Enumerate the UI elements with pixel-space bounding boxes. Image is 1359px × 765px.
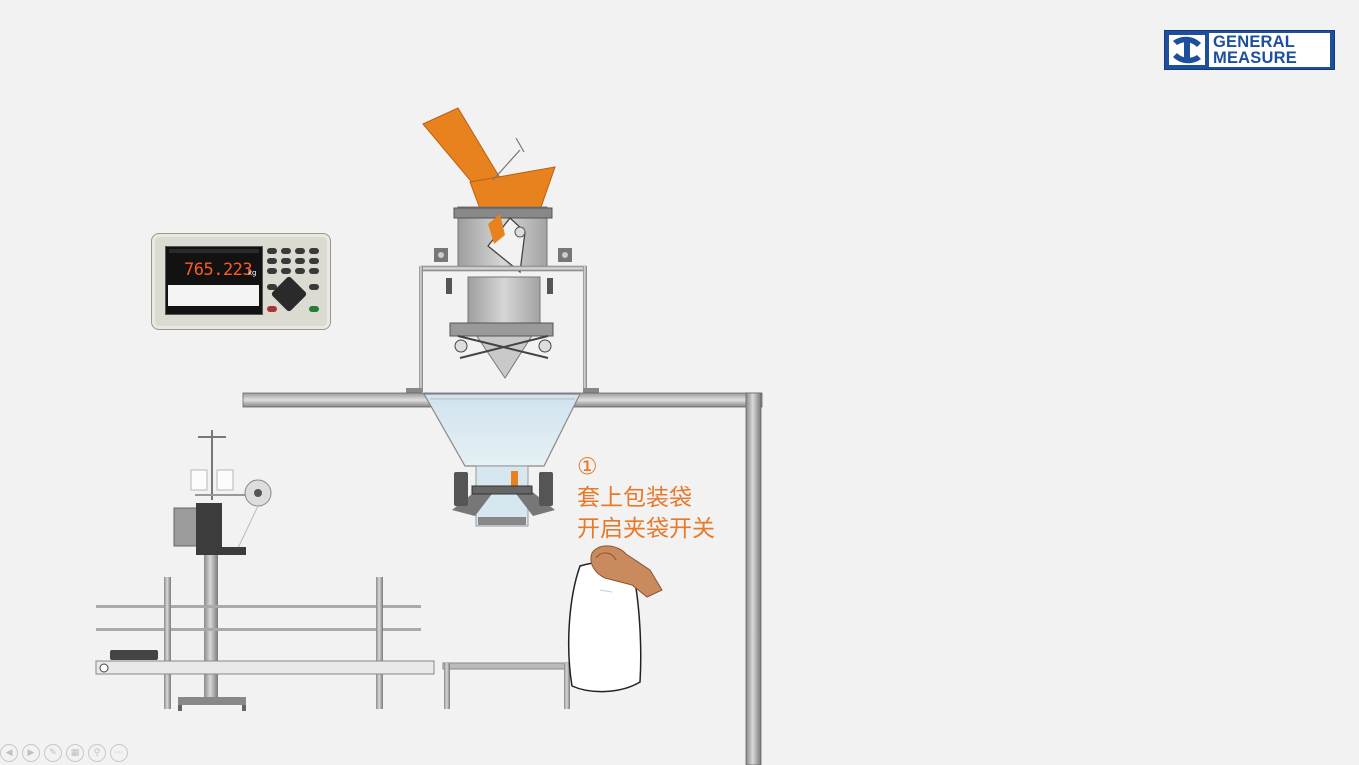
caption-line1: 套上包装袋 xyxy=(577,485,692,511)
hand xyxy=(590,545,663,598)
logo-mark-icon xyxy=(1165,31,1209,69)
feed-chute xyxy=(422,107,556,215)
weight-unit: kg xyxy=(248,269,257,277)
slideshow-toolbar: ◀ ▶ ✎ ▦ ⚲ ⋯ xyxy=(0,744,128,764)
more-icon[interactable]: ⋯ xyxy=(110,744,128,762)
controller-screen: 765.223 kg xyxy=(165,246,263,315)
next-icon[interactable]: ▶ xyxy=(22,744,40,762)
general-measure-logo: GENERAL MEASURE xyxy=(1164,30,1335,70)
discharge-cone xyxy=(422,393,581,527)
weight-readout: 765.223 xyxy=(184,260,253,280)
logo-line2: MEASURE xyxy=(1213,49,1297,67)
weighing-controller: 765.223 kg xyxy=(151,233,331,330)
caption-line2: 开启夹袋开关 xyxy=(577,516,715,542)
logo-line1: GENERAL xyxy=(1213,33,1296,51)
slides-icon[interactable]: ▦ xyxy=(66,744,84,762)
weigh-hopper xyxy=(434,206,572,274)
step-number: ① xyxy=(577,454,598,480)
hopper-frame xyxy=(406,265,599,394)
zoom-icon[interactable]: ⚲ xyxy=(88,744,106,762)
prev-icon[interactable]: ◀ xyxy=(0,744,18,762)
conveyor xyxy=(95,577,572,709)
screen-info-panel xyxy=(168,285,259,306)
pen-icon[interactable]: ✎ xyxy=(44,744,62,762)
accumulation-hopper xyxy=(449,276,554,379)
step-caption: ① 套上包装袋 开启夹袋开关 xyxy=(577,452,715,545)
